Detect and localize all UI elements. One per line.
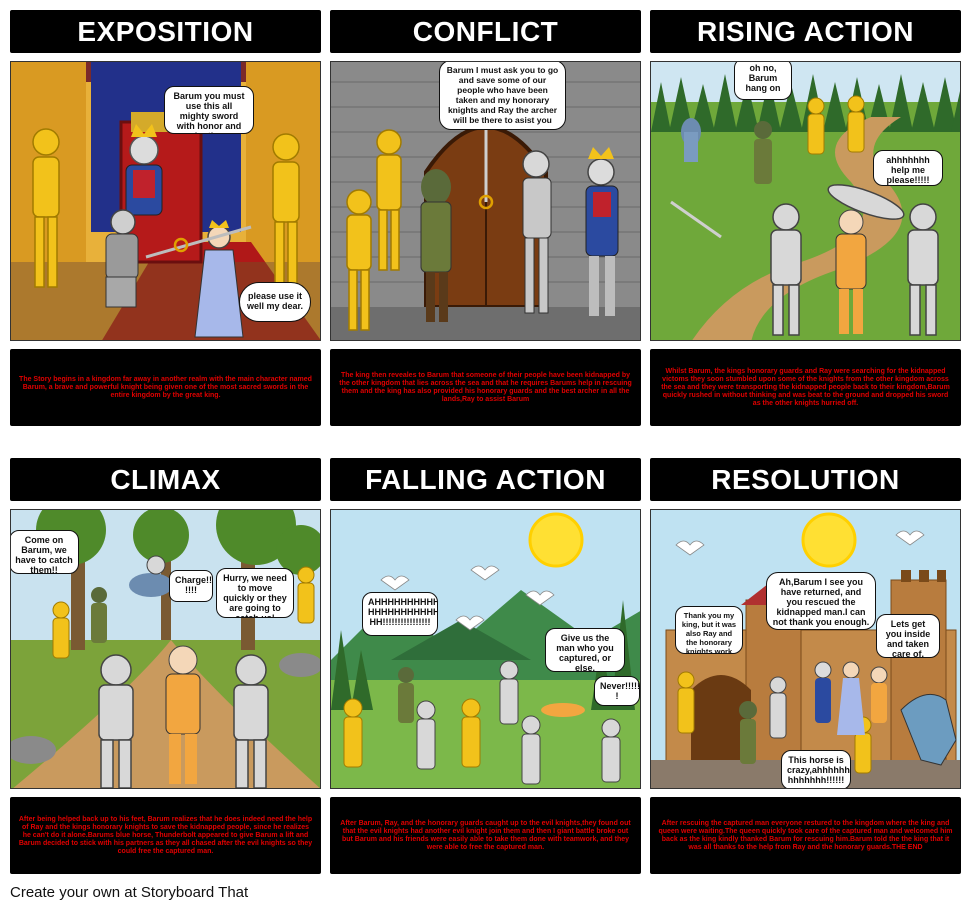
speech-bubble: This horse is crazy,ahhhhhh hhhhhhh!!!!!… xyxy=(781,750,851,788)
panel-title: FALLING ACTION xyxy=(330,458,641,501)
speech-bubble: Ah,Barum I see you have returned, and yo… xyxy=(766,572,876,630)
speech-bubble: oh no, Barum hang on xyxy=(734,62,792,100)
scene-castle-return: Thank you my king, but it was also Ray a… xyxy=(650,509,961,789)
speech-bubble: Barum you must use this all mighty sword… xyxy=(164,86,254,134)
scene-forest-path: oh no, Barum hang on ahhhhhhh help me pl… xyxy=(650,61,961,341)
speech-bubble: Barum I must ask you to go and save some… xyxy=(439,62,566,130)
panel-description-box: After Barum, Ray, and the honorary guard… xyxy=(330,797,641,874)
speech-bubble: Never!!!!! ! xyxy=(594,676,640,706)
panel-description: The Story begins in a kingdom far away i… xyxy=(19,375,312,399)
panel-description: After Barum, Ray, and the honorary guard… xyxy=(340,819,631,851)
panel-description: The king then reveales to Barum that som… xyxy=(339,371,632,403)
panel-description-box: The king then reveales to Barum that som… xyxy=(330,349,641,426)
panel-description-box: The Story begins in a kingdom far away i… xyxy=(10,349,321,426)
scene-battle-field: AHHHHHHHHHH HHHHHHHHHHH HH!!!!!!!!!!!!!!… xyxy=(330,509,641,789)
speech-bubble: Thank you my king, but it was also Ray a… xyxy=(675,606,743,654)
speech-bubble: Hurry, we need to move quickly or they a… xyxy=(216,568,294,618)
speech-bubble: ahhhhhhh help me please!!!!! xyxy=(873,150,943,186)
castle-gate-illustration xyxy=(331,62,640,340)
panel-description: After rescuing the captured man everyone… xyxy=(658,819,953,851)
speech-bubble: Give us the man who you captured, or els… xyxy=(545,628,625,672)
scene-throne-room: Barum you must use this all mighty sword… xyxy=(10,61,321,341)
scene-castle-gate: Barum I must ask you to go and save some… xyxy=(330,61,641,341)
forest-path-illustration xyxy=(651,62,960,340)
speech-bubble: Lets get you inside and taken care of. xyxy=(876,614,940,658)
panel-description-box: Whilst Barum, the kings honorary guards … xyxy=(650,349,961,426)
panel-description: Whilst Barum, the kings honorary guards … xyxy=(661,367,950,407)
panel-description-box: After rescuing the captured man everyone… xyxy=(650,797,961,874)
scene-forest-chase: Come on Barum, we have to catch them!! C… xyxy=(10,509,321,789)
storyboard-footer-link[interactable]: Create your own at Storyboard That xyxy=(10,884,249,901)
panel-title: EXPOSITION xyxy=(10,10,321,53)
speech-bubble: Charge!! !!!! xyxy=(169,570,213,602)
panel-title: RISING ACTION xyxy=(650,10,961,53)
speech-bubble: Come on Barum, we have to catch them!! xyxy=(11,530,79,574)
panel-title: RESOLUTION xyxy=(650,458,961,501)
panel-title: CONFLICT xyxy=(330,10,641,53)
forest-chase-illustration xyxy=(11,510,320,788)
panel-description: After being helped back up to his feet, … xyxy=(18,815,313,855)
panel-title: CLIMAX xyxy=(10,458,321,501)
speech-bubble: AHHHHHHHHHH HHHHHHHHHHH HH!!!!!!!!!!!!!!… xyxy=(362,592,438,636)
panel-description-box: After being helped back up to his feet, … xyxy=(10,797,321,874)
speech-bubble: please use it well my dear. xyxy=(239,282,311,322)
